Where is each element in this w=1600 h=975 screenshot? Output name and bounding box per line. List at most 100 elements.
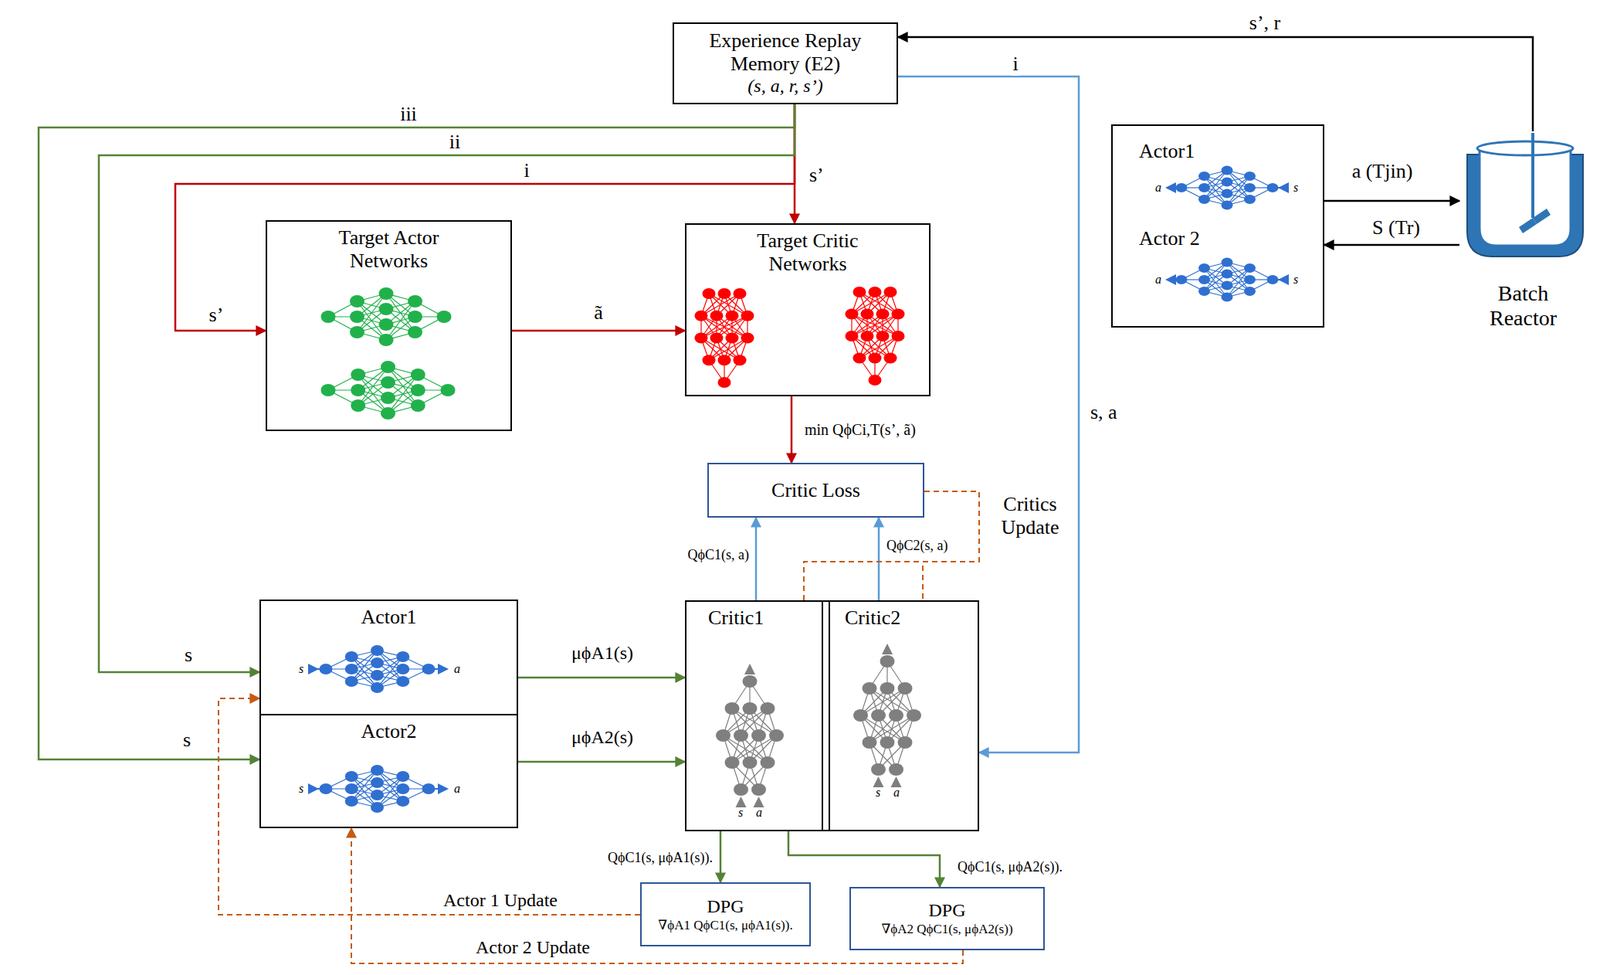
- network-neuron: [349, 294, 365, 308]
- network-neuron: [733, 288, 747, 299]
- network-neuron: [742, 701, 758, 715]
- network-neuron: [741, 310, 755, 322]
- network-neuron: [379, 287, 394, 300]
- network-neuron: [350, 399, 366, 412]
- edge-label: s’, r: [1247, 11, 1282, 35]
- network-neuron: [898, 681, 913, 695]
- network-neuron: [396, 663, 410, 675]
- port-label: a: [454, 661, 461, 676]
- network-neuron: [349, 325, 365, 339]
- network-neuron: [751, 783, 767, 796]
- flow-connector: [790, 396, 794, 463]
- edge-label: QϕC1(s, μϕA1(s)).: [606, 849, 715, 866]
- node-title: Actor1: [1138, 139, 1195, 163]
- network-neuron: [1221, 166, 1234, 176]
- node-body: (s, a, r, s’): [747, 75, 823, 98]
- stirrer-blade: [1532, 208, 1551, 224]
- arrow-tip: [1277, 274, 1289, 285]
- node-title: Critic1: [708, 606, 764, 630]
- node-title: Experience Replay Memory (E2): [688, 29, 882, 76]
- network-neuron: [906, 708, 922, 722]
- network-neuron: [380, 360, 396, 373]
- signal-label: s: [181, 728, 193, 752]
- network-neuron: [379, 302, 394, 316]
- process-box: Target Critic Networks: [684, 223, 931, 397]
- arrow-tip: [744, 663, 756, 675]
- network-neuron: [702, 288, 716, 299]
- arrow-tip: [1165, 182, 1177, 194]
- network-neuron: [760, 755, 776, 769]
- edge-label: μϕA1(s): [569, 642, 635, 665]
- edge-label: min QϕCi,T(s’, ã): [803, 420, 918, 439]
- network-neuron: [862, 681, 878, 695]
- edge-label: s’: [807, 163, 826, 187]
- network-neuron: [1198, 183, 1211, 193]
- node-body: Actor 2: [1138, 227, 1200, 251]
- edge-label: Actor 2 Update: [474, 936, 592, 959]
- network-neuron: [1244, 183, 1256, 193]
- network-neuron: [742, 755, 758, 769]
- network-neuron: [891, 330, 906, 342]
- network-neuron: [370, 776, 384, 788]
- network-neuron: [769, 728, 784, 742]
- node-title: DPG: [928, 899, 966, 922]
- network-neuron: [741, 332, 755, 344]
- edge-label: s, a: [1088, 400, 1119, 424]
- process-box: Actor2: [259, 713, 519, 828]
- update-connector: [803, 491, 980, 600]
- flow-connector: [719, 830, 723, 882]
- signal-label: i: [1010, 52, 1020, 76]
- network-neuron: [350, 383, 366, 397]
- edge-label: ii: [447, 130, 462, 154]
- flow-connector: [38, 104, 795, 760]
- port-label: a: [454, 781, 461, 796]
- edge-label: QϕC2(s, a): [884, 537, 950, 554]
- flow-connector: [511, 329, 685, 333]
- network-neuron: [345, 663, 359, 675]
- node-title: Batch Reactor: [1465, 281, 1582, 331]
- process-box: Critic2: [821, 600, 980, 831]
- port-label: a: [1155, 272, 1162, 287]
- network-neuron: [694, 310, 709, 322]
- edge-label: i: [522, 159, 531, 183]
- stirrer-shaft: [1531, 132, 1535, 218]
- process-box: Actor1Actor 2: [1111, 124, 1325, 328]
- arrow-tip: [881, 643, 893, 655]
- network-neuron: [396, 650, 410, 662]
- node-title: Critic2: [844, 606, 901, 630]
- network-neuron: [888, 708, 904, 722]
- network-neuron: [868, 286, 882, 298]
- network-neuron: [407, 325, 423, 339]
- edge-label: ã: [592, 301, 605, 325]
- node-title: Target Critic Networks: [734, 229, 882, 276]
- network-link: [701, 315, 748, 339]
- edge-label: QϕC1(s, μϕA2(s)).: [955, 858, 1065, 875]
- network-neuron: [350, 368, 366, 381]
- network-neuron: [853, 352, 867, 364]
- network-neuron: [884, 352, 898, 364]
- port-label: s: [875, 785, 881, 800]
- network-icons: [308, 166, 1289, 814]
- process-box: Critic Loss: [707, 462, 925, 518]
- network-neuron: [880, 735, 895, 749]
- network-neuron: [718, 288, 732, 299]
- network-neuron: [1221, 200, 1234, 211]
- update-connector: [351, 827, 963, 963]
- network-neuron: [725, 755, 740, 769]
- network-neuron: [898, 735, 913, 749]
- network-neuron: [396, 675, 410, 687]
- node-body: ∇ϕA2 QϕC1(s, μϕA2(s)): [881, 921, 1013, 937]
- process-box: Critic1: [684, 600, 831, 831]
- edge-label: iii: [398, 102, 419, 126]
- edge-label: S (Tr): [1370, 216, 1422, 240]
- network-neuron: [733, 728, 749, 742]
- network-neuron: [1198, 194, 1211, 204]
- node-title: Actor1: [360, 605, 417, 629]
- node-title: DPG: [706, 895, 744, 918]
- network-neuron: [345, 650, 359, 662]
- network-neuron: [715, 728, 731, 742]
- flow-connector: [788, 830, 940, 887]
- network-neuron: [710, 310, 724, 322]
- network-neuron: [345, 675, 359, 687]
- arrow-tip: [308, 783, 319, 794]
